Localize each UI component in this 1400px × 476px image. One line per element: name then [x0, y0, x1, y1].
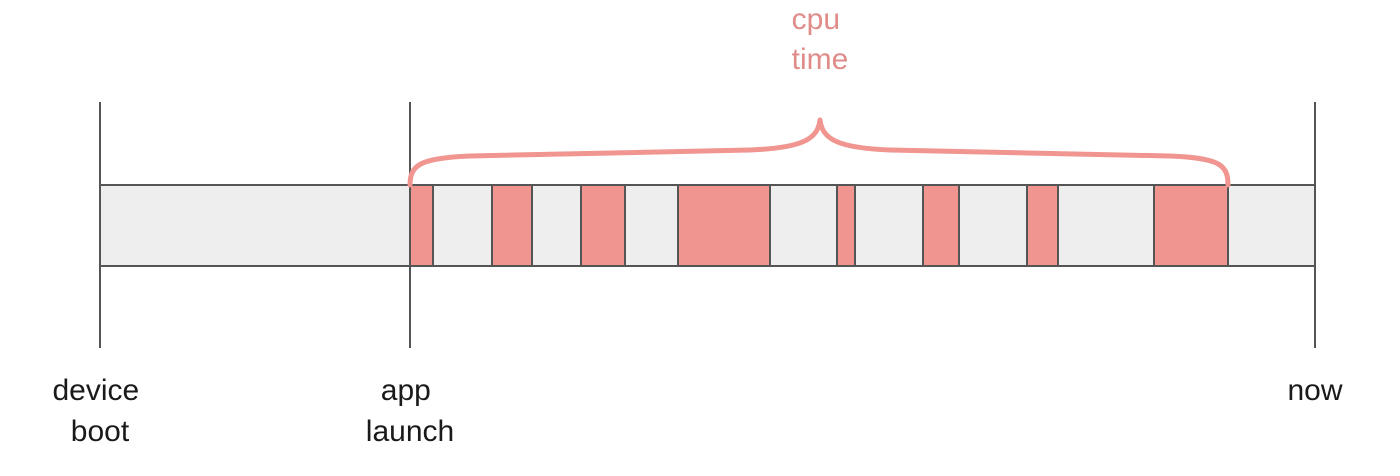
cpu-block	[677, 184, 771, 267]
cpu-time-label-line: cpu	[792, 3, 840, 36]
cpu-time-label: cpu time	[792, 3, 849, 76]
app-launch-label: app launch	[366, 374, 454, 448]
device-boot-label-line: boot	[71, 415, 130, 448]
cpu-time-label-line: time	[792, 43, 849, 76]
now-label-line: now	[1287, 374, 1342, 407]
app-launch-label-line: launch	[366, 415, 454, 448]
cpu-block	[1026, 184, 1059, 267]
app-launch-label-line: app	[381, 374, 431, 407]
device-boot-label: device boot	[52, 374, 147, 448]
cpu-time-brace	[407, 117, 1231, 188]
cpu-block	[409, 184, 434, 267]
cpu-block	[491, 184, 533, 267]
cpu-activity-blocks	[409, 184, 1229, 267]
cpu-block	[580, 184, 626, 267]
cpu-block	[922, 184, 960, 267]
cpu-block	[836, 184, 856, 267]
now-label: now	[1287, 374, 1342, 407]
cpu-block	[1153, 184, 1229, 267]
device-boot-label-line: device	[52, 374, 139, 407]
